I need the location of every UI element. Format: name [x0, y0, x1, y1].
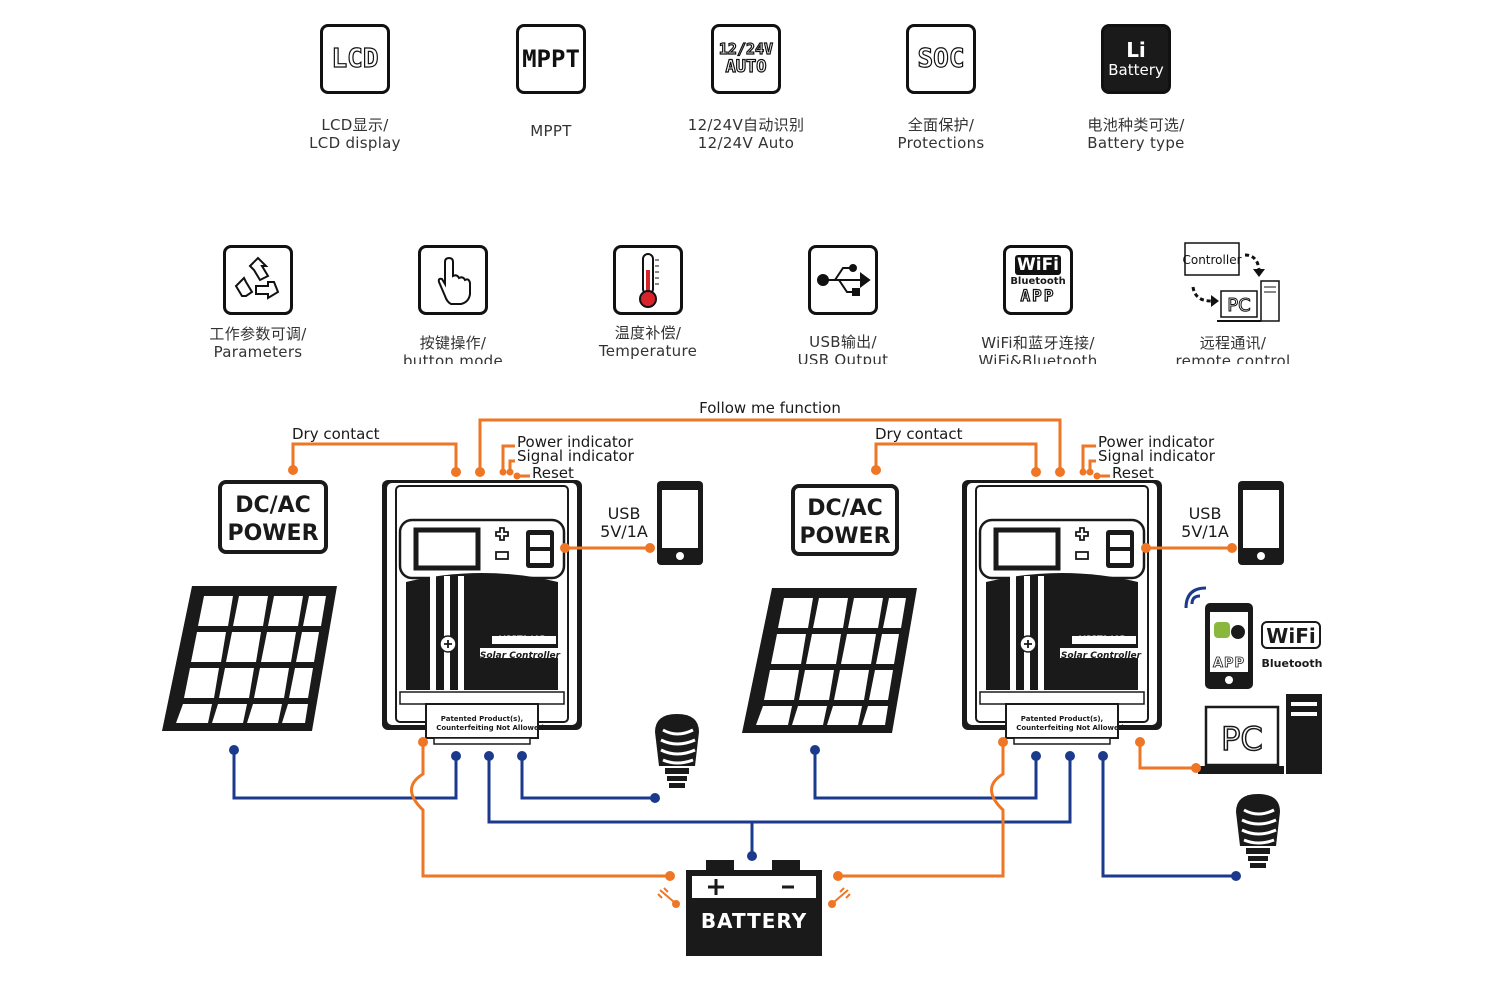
charge-controller	[962, 480, 1162, 744]
feature-label-en: button mode	[402, 352, 504, 364]
pc-icon: PC	[1198, 694, 1322, 774]
svg-text:WiFi: WiFi	[1266, 624, 1315, 648]
usb-spec-label: 5V/1A	[1181, 522, 1229, 541]
reset-label: Reset	[532, 464, 574, 482]
auto-voltage-icon: 12/24V AUTO	[711, 24, 781, 94]
svg-text:PC: PC	[1221, 720, 1263, 758]
feature-label-cn: 温度补偿/	[614, 324, 682, 342]
temperature-sensor-icon	[828, 887, 851, 908]
bulb-icon	[1234, 792, 1282, 870]
battery-label: BATTERY	[701, 909, 807, 933]
phone-icon	[657, 481, 703, 565]
counterfeit-label: Counterfeiting Not Allowed	[1016, 724, 1124, 732]
svg-text:APP: APP	[1213, 656, 1245, 671]
feature-label-en: LCD display	[309, 134, 401, 152]
feature-label-cn: 远程通讯/	[1199, 334, 1267, 352]
feature-label-en: Parameters	[213, 343, 303, 361]
model-label: MPPT140D	[498, 635, 546, 645]
feature-label-en: USB Output	[797, 351, 889, 364]
li-battery-icon: Li Battery	[1101, 24, 1171, 94]
feature-label-en: MPPT	[530, 122, 572, 140]
dry-contact-label: Dry contact	[875, 425, 963, 443]
feature-label-en: Temperature	[598, 342, 698, 360]
usb-icon	[808, 245, 878, 315]
feature-label-en: 12/24V Auto	[697, 134, 795, 152]
feature-label-cn: 12/24V自动识别	[687, 116, 805, 134]
solar-panel-icon	[742, 588, 917, 733]
patented-label: Patented Product(s),	[1021, 715, 1103, 723]
phone-icon	[1238, 481, 1284, 565]
bulb-icon	[653, 712, 701, 790]
hand-press-icon	[418, 245, 488, 315]
controller-name-label: Solar Controller	[480, 651, 561, 661]
wifi-bluetooth-icon: WiFi Bluetooth	[1261, 621, 1323, 670]
dcac-label-2: POWER	[227, 521, 318, 546]
right-system: Dry contact Power indicator Signal indic…	[742, 425, 1322, 881]
svg-text:Controller: Controller	[1182, 253, 1241, 267]
usb-label: USB	[608, 504, 641, 523]
svg-text:PC: PC	[1227, 295, 1250, 316]
lcd-icon: LCD	[320, 24, 390, 94]
controller-name-label: Solar Controller	[1061, 651, 1142, 661]
feature-label-en: Battery type	[1087, 134, 1185, 152]
power-indicator-label: Power indicator	[1098, 433, 1215, 451]
left-system: Dry contact Power indicator Signal indic…	[162, 425, 1072, 881]
recycle-icon	[223, 245, 293, 315]
feature-label-cn: 工作参数可调/	[209, 325, 307, 343]
power-indicator-label: Power indicator	[517, 433, 634, 451]
model-label: MPPT140D	[1078, 635, 1126, 645]
thermometer-icon	[613, 245, 683, 315]
temperature-sensor-icon	[657, 887, 680, 908]
soc-icon: SOC	[906, 24, 976, 94]
wifi-bluetooth-app-icon: WiFi Bluetooth APP	[1003, 245, 1073, 315]
signal-indicator-label: Signal indicator	[1098, 447, 1216, 465]
battery-icon: BATTERY	[686, 860, 822, 956]
svg-text:Bluetooth: Bluetooth	[1262, 657, 1323, 670]
feature-label-cn: 按键操作/	[419, 334, 487, 352]
counterfeit-label: Counterfeiting Not Allowed	[436, 724, 544, 732]
feature-label-cn: 全面保护/	[907, 116, 975, 134]
dcac-label-1: DC/AC	[807, 496, 883, 521]
feature-label-en: WiFi&Bluetooth	[978, 352, 1098, 364]
signal-indicator-label: Signal indicator	[517, 447, 635, 465]
feature-row-2-labels: 工作参数可调/ Parameters 按键操作/ button mode 温度补…	[0, 320, 1500, 364]
app-phone-icon: APP	[1184, 586, 1253, 689]
follow-me-label: Follow me function	[699, 399, 841, 417]
dcac-label-2: POWER	[799, 524, 890, 549]
feature-label-en: remote control	[1175, 352, 1291, 364]
dry-contact-label: Dry contact	[292, 425, 380, 443]
feature-label-en: Protections	[897, 134, 985, 152]
feature-label-cn: WiFi和蓝牙连接/	[981, 334, 1095, 352]
patented-label: Patented Product(s),	[441, 715, 523, 723]
feature-label-cn: LCD显示/	[321, 116, 389, 134]
reset-label: Reset	[1112, 464, 1154, 482]
charge-controller	[382, 480, 582, 744]
feature-label-cn: 电池种类可选/	[1087, 116, 1185, 134]
remote-control-icon: Controller PC	[1182, 242, 1280, 322]
solar-panel-icon	[162, 586, 337, 731]
feature-label-cn: USB输出/	[809, 333, 877, 351]
mppt-icon: MPPT	[516, 24, 586, 94]
usb-label: USB	[1189, 504, 1222, 523]
dcac-label-1: DC/AC	[235, 493, 311, 518]
usb-spec-label: 5V/1A	[600, 522, 648, 541]
